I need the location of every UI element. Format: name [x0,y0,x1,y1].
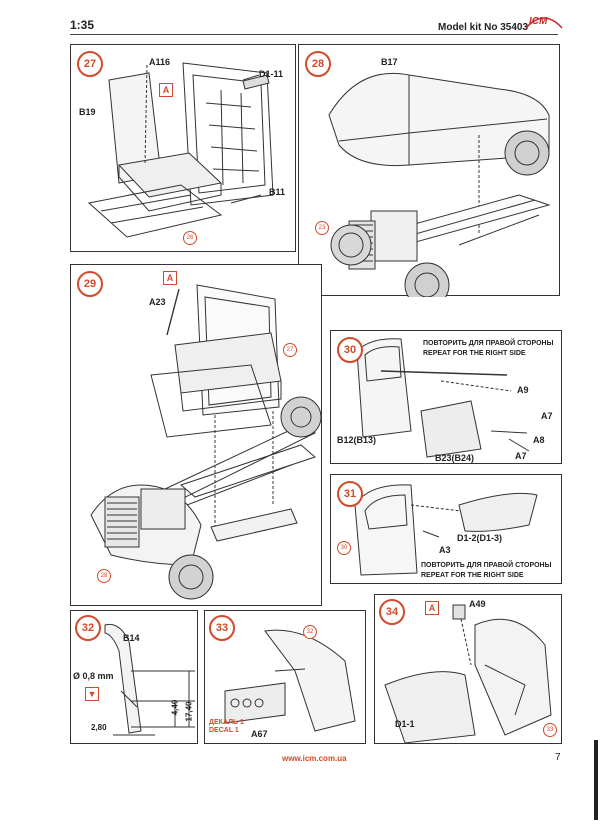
step-29-number: 29 [77,271,103,297]
step-29-panel: 29 A A23 27 28 [70,264,322,606]
label-a3: A3 [439,545,451,555]
step-34-panel: 34 A A49 D1-1 33 [374,594,562,744]
part-tree-a-marker: A [159,83,173,97]
label-a49: A49 [469,599,486,609]
label-a8: A8 [533,435,545,445]
icm-logo [525,17,563,29]
drill-icon: ▼ [85,687,99,701]
icm-logo-text: ICM [529,16,548,27]
label-a7-upper: A7 [541,411,553,421]
page-number: 7 [555,752,561,763]
dimension-2-80: 2,80 [91,723,107,732]
label-d1-2-d1-3: D1-2(D1-3) [457,533,503,543]
repeat-note-ru: ПОВТОРИТЬ ДЛЯ ПРАВОЙ СТОРОНЫ [423,340,554,347]
scan-edge-mark [594,740,598,820]
kit-number: Model kit No 35403 [438,22,529,33]
dimension-17-40: 17,40 [184,701,194,722]
label-b12-b13: B12(B13) [337,435,377,445]
label-a7-lower: A7 [515,451,527,461]
step-27-drawing [87,62,274,238]
decal-label-en: DECAL 1 [209,727,239,734]
label-d1-1: D1-1 [395,719,415,729]
step-ref-33: 33 [543,723,557,737]
label-b23-b24: B23(B24) [435,453,475,463]
step-30-drawing [356,338,530,458]
label-a67: A67 [251,729,268,739]
decal-label-ru: ДЕКАЛЬ 1 [209,719,244,726]
label-b17: B17 [381,57,398,67]
footer-url: www.icm.com.ua [282,754,347,763]
label-b11: B11 [269,187,286,197]
step-ref-26: 26 [183,231,197,245]
step-31-drawing [354,484,538,576]
part-tree-a-marker: A [425,601,439,615]
header-rule [70,34,558,35]
step-28-number: 28 [305,51,331,77]
label-b14: B14 [123,633,140,643]
repeat-note-en: REPEAT FOR THE RIGHT SIDE [421,572,524,579]
step-ref-27: 27 [283,343,297,357]
label-b19: B19 [79,107,96,117]
repeat-note-en: REPEAT FOR THE RIGHT SIDE [423,350,526,357]
step-34-number: 34 [379,599,405,625]
dimension-4-40: 4,40 [170,699,180,716]
label-d1-11: D1-11 [259,69,284,79]
step-33-number: 33 [209,615,235,641]
step-33-drawing [224,629,356,732]
step-34-drawing [384,604,552,744]
step-32-drawing [104,623,195,736]
step-33-panel: 33 32 ДЕКАЛЬ 1 DECAL 1 A67 [204,610,366,744]
step-ref-23: 23 [315,221,329,235]
label-a23: A23 [149,297,166,307]
step-31-panel: 31 D1-2(D1-3) A3 ПОВТОРИТЬ ДЛЯ ПРАВОЙ СТ… [330,474,562,584]
part-tree-a-marker: A [163,271,177,285]
label-a9: A9 [517,385,529,395]
step-29-drawing [90,284,322,600]
label-a116: A116 [149,57,171,67]
step-31-number: 31 [337,481,363,507]
step-30-panel: 30 ПОВТОРИТЬ ДЛЯ ПРАВОЙ СТОРОНЫ REPEAT F… [330,330,562,464]
step-28-panel: 28 B17 23 [298,44,560,297]
scale-label: 1:35 [70,18,95,32]
repeat-note-ru: ПОВТОРИТЬ ДЛЯ ПРАВОЙ СТОРОНЫ [421,562,552,569]
step-ref-32: 32 [303,625,317,639]
step-30-number: 30 [337,337,363,363]
label-diameter: Ø 0,8 mm [73,671,114,681]
step-27-number: 27 [77,51,103,77]
step-32-panel: 32 B14 Ø 0,8 mm ▼ 4,40 17,40 2,80 [70,610,198,744]
step-32-number: 32 [75,615,101,641]
step-28-drawing [328,72,551,297]
step-27-panel: 27 A116 D1-11 A B19 B11 26 [70,44,296,252]
step-ref-28: 28 [97,569,111,583]
step-ref-30: 30 [337,541,351,555]
